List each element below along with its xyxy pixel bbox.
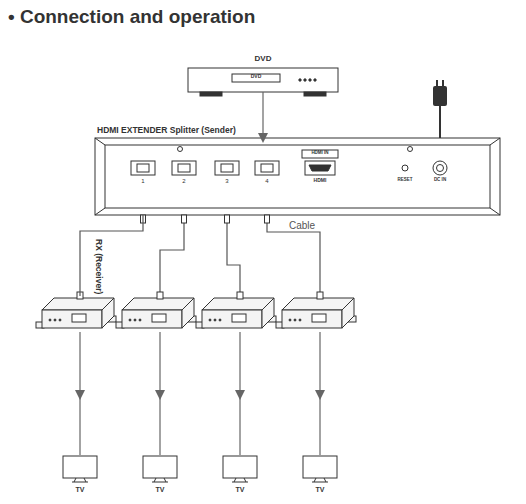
port-label: HDMI IN — [311, 151, 328, 156]
node-label: TV — [236, 486, 245, 493]
port-label: RESET — [397, 178, 412, 183]
node-label: DVD — [255, 54, 272, 63]
node-label: HDMI EXTENDER Splitter (Sender) — [97, 125, 236, 135]
receiver-unit — [36, 292, 116, 328]
node-label: TV — [316, 486, 325, 493]
tv-box: TV — [302, 455, 338, 483]
tv-box: TV — [142, 455, 178, 483]
tv-monitor — [143, 456, 177, 482]
cable — [160, 215, 320, 296]
cable-plug — [225, 215, 230, 223]
dvd-player — [188, 68, 338, 96]
signal-arrow — [155, 332, 325, 455]
port-label: DVD — [251, 74, 262, 80]
port-label: HDMI — [314, 178, 327, 184]
tv-monitor — [223, 456, 257, 482]
node-label: TV — [76, 486, 85, 493]
port-label: 3 — [225, 178, 228, 185]
port-label: 4 — [265, 178, 268, 185]
node-label: RX (Receiver) — [94, 239, 104, 294]
connector — [262, 92, 263, 138]
receiver-box: RX (Receiver) — [40, 296, 116, 330]
sender-housing — [95, 138, 500, 215]
sender-box: HDMI EXTENDER Splitter (Sender) — [95, 138, 500, 215]
port-label: DC IN — [434, 178, 446, 183]
tv-box: TV — [222, 455, 258, 483]
connector — [79, 332, 80, 455]
port-label: 2 — [182, 178, 185, 185]
tv-monitor — [63, 456, 97, 482]
tv-box: TV — [62, 455, 98, 483]
cable-plug — [265, 215, 270, 223]
receiver-unit — [116, 292, 196, 328]
section-title: • Connection and operation — [8, 6, 255, 28]
receiver-unit — [276, 292, 356, 328]
tv-monitor — [303, 456, 337, 482]
dvd-player: DVD — [188, 68, 338, 92]
connector — [80, 215, 143, 296]
cable-label: Cable — [289, 220, 315, 231]
receiver-unit — [196, 292, 276, 328]
port-label: 1 — [141, 178, 144, 185]
node-label: TV — [156, 486, 165, 493]
cable-plug — [182, 215, 187, 223]
